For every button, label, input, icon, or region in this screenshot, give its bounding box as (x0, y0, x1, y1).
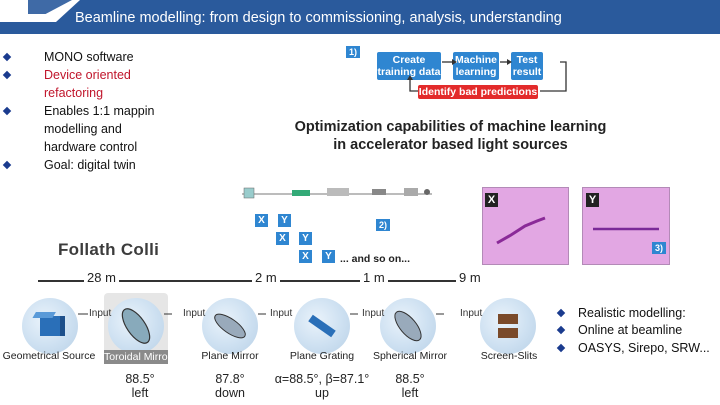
plane-mirror-node[interactable] (202, 298, 258, 354)
bullet-diamond-icon (2, 160, 12, 170)
y-box: Y (322, 250, 335, 263)
right-bullet-item: Online at beamline (556, 321, 683, 339)
step-tag: 2) (376, 219, 391, 231)
distance-label: 2 m (252, 270, 280, 285)
spherical-mirror-node[interactable] (380, 298, 436, 354)
angle-label: 87.8° down (215, 372, 245, 400)
bullet-text: MONO software (44, 50, 134, 64)
element-label: Plane Grating (289, 350, 355, 362)
toroidal-mirror-node[interactable] (108, 298, 164, 354)
element-label: Geometrical Source (2, 350, 96, 362)
y-box: Y (299, 232, 312, 245)
machine-learning-box: Machine learning (453, 52, 499, 80)
bullet-diamond-icon (2, 106, 12, 116)
slide-title: Beamline modelling: from design to commi… (75, 10, 562, 26)
input-label: Input (362, 308, 385, 319)
distance-label: 1 m (360, 270, 388, 285)
y-label: Y (586, 193, 599, 207)
input-label: Input (460, 308, 483, 319)
x-label: X (485, 193, 498, 207)
element-label: Screen-Slits (480, 350, 538, 362)
element-label-selected: Toroidal Mirror (104, 350, 172, 364)
bullet-text: Device oriented refactoring (44, 68, 131, 100)
x-box: X (299, 250, 312, 263)
x-box: X (255, 214, 268, 227)
input-label: Input (89, 308, 112, 319)
bullet-diamond-icon (556, 325, 566, 335)
bullet-text: Enables 1:1 mappin modelling and hardwar… (44, 104, 155, 154)
workflow-arrows (407, 59, 567, 92)
input-label: Input (183, 308, 206, 319)
and-so-on-text: ... and so on... (340, 253, 411, 265)
y-box: Y (278, 214, 291, 227)
bullet-diamond-icon (2, 52, 12, 62)
distance-label: 28 m (84, 270, 119, 285)
input-arrows (78, 313, 444, 315)
plane-grating-node[interactable] (294, 298, 350, 354)
bullet-diamond-icon (2, 70, 12, 80)
angle-label: α=88.5°, β=87.1° up (274, 372, 370, 400)
bullet-text: OASYS, Sirepo, SRW... (578, 341, 710, 355)
angle-label: 88.5° left (125, 372, 155, 400)
right-bullet-item: Realistic modelling: (556, 304, 686, 322)
input-label: Input (270, 308, 293, 319)
bullet-text: Goal: digital twin (44, 158, 136, 172)
beamline-sketch (242, 187, 432, 199)
follath-collimator-label: Follath Colli (58, 240, 160, 259)
create-training-data-box: Create training data (377, 52, 441, 80)
bullet-diamond-icon (556, 343, 566, 353)
bullet-text: Realistic modelling: (578, 306, 686, 320)
screen-slits-node[interactable] (480, 298, 536, 354)
identify-bad-predictions-box: Identify bad predictions (418, 85, 538, 99)
step-tag: 1) (346, 46, 361, 58)
header-bar (0, 0, 720, 34)
geometrical-source-node[interactable] (22, 298, 78, 354)
bullet-text: Online at beamline (578, 323, 683, 337)
x-box: X (276, 232, 289, 245)
element-label: Spherical Mirror (372, 350, 448, 362)
right-bullet-item: OASYS, Sirepo, SRW... (556, 339, 710, 357)
distance-label: 9 m (456, 270, 484, 285)
element-label: Plane Mirror (201, 350, 259, 362)
test-result-box: Test result (511, 52, 543, 80)
step-tag: 3) (652, 242, 667, 254)
optimization-title: Optimization capabilities of machine lea… (294, 119, 607, 153)
angle-label: 88.5° left (395, 372, 425, 400)
